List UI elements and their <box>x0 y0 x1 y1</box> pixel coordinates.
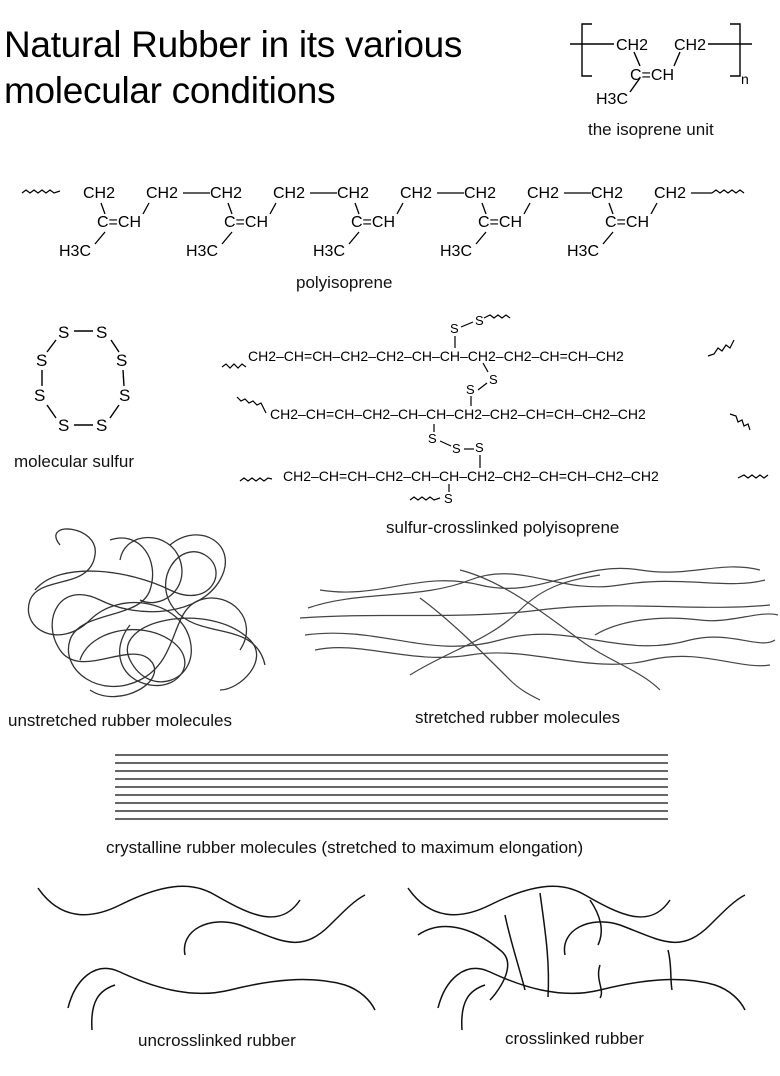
bond <box>354 202 360 215</box>
bond <box>396 202 404 215</box>
polyisoprene-methyl: H3C <box>59 243 91 260</box>
polyisoprene-ch2: CH2 <box>146 185 178 202</box>
bond <box>142 202 150 215</box>
crystalline-caption: crystalline rubber molecules (stretched … <box>106 838 584 857</box>
crosslinked-chain-1: CH2–CH=CH–CH2–CH2–CH–CH–CH2–CH2–CH=CH–CH… <box>248 348 624 364</box>
crosslinked-chain-3: CH2–CH=CH–CH2–CH–CH–CH2–CH2–CH=CH–CH2–CH… <box>283 468 659 484</box>
sulfur-atom: S <box>475 313 484 328</box>
sulfur-crosslinked-caption: sulfur-crosslinked polyisoprene <box>386 518 620 537</box>
polyisoprene-ch2: CH2 <box>273 185 305 202</box>
polyisoprene-methyl: H3C <box>440 243 472 260</box>
crystalline-molecules <box>115 754 668 820</box>
bond <box>94 231 106 245</box>
bond-ch-ch2 <box>673 51 681 67</box>
bond-methyl <box>629 77 641 93</box>
bond <box>227 202 233 215</box>
isoprene-ch2-right: CH2 <box>674 37 706 54</box>
sulfur-atom: S <box>475 440 484 455</box>
crosslinked-chains: CH2–CH=CH–CH2–CH2–CH–CH–CH2–CH2–CH=CH–CH… <box>248 348 659 484</box>
polyisoprene-ch2: CH2 <box>527 185 559 202</box>
bond <box>475 231 487 245</box>
polyisoprene-double-bond: C=CH <box>351 214 395 231</box>
isoprene-unit-structure <box>570 23 752 93</box>
sulfur-atom: S <box>58 323 69 342</box>
crosslinked-caption: crosslinked rubber <box>505 1029 644 1048</box>
bond <box>608 202 614 215</box>
crosslinked-chain-2: CH2–CH=CH–CH2–CH–CH–CH2–CH2–CH=CH–CH2–CH… <box>270 406 646 422</box>
sulfur-atom: S <box>452 441 461 456</box>
sulfur-atom: S <box>444 491 453 506</box>
sulfur-atom: S <box>116 351 127 370</box>
sulfur-atom: S <box>428 431 437 446</box>
molecular-sulfur-caption: molecular sulfur <box>14 452 134 471</box>
title-line-2: molecular conditions <box>4 70 336 111</box>
stretched-molecules <box>299 566 779 701</box>
isoprene-methyl: H3C <box>596 91 628 108</box>
sulfur-atom: S <box>489 372 498 387</box>
bond <box>269 202 277 215</box>
chain-end-wave <box>711 189 745 194</box>
bond <box>348 231 360 245</box>
sulfur-atom: S <box>96 323 107 342</box>
isoprene-ch2-left: CH2 <box>616 37 648 54</box>
crosslink-sulfur-bridges: S S S S S S S S <box>428 313 498 506</box>
bond-c-ch2 <box>633 51 641 67</box>
isoprene-double-bond: C=CH <box>630 67 674 84</box>
page-title: Natural Rubber in its various molecular … <box>4 22 462 114</box>
sulfur-atom: S <box>36 351 47 370</box>
sulfur-atom: S <box>119 386 130 405</box>
sulfur-atom: S <box>34 386 45 405</box>
bond <box>523 202 531 215</box>
polyisoprene-double-bond: C=CH <box>605 214 649 231</box>
title-line-1: Natural Rubber in its various <box>4 24 463 65</box>
isoprene-subscript-n: n <box>741 71 749 87</box>
uncrosslinked-molecules <box>37 885 376 1031</box>
isoprene-labels: CH2 CH2 C=CH H3C n <box>596 37 749 108</box>
unstretched-caption: unstretched rubber molecules <box>8 711 232 730</box>
right-bracket <box>730 23 741 77</box>
sulfur-atom: S <box>466 382 475 397</box>
sulfur-ring-bonds <box>41 330 125 426</box>
isoprene-unit-caption: the isoprene unit <box>588 120 714 139</box>
crosslinked-molecules <box>407 885 746 1031</box>
sulfur-atom: S <box>96 416 107 435</box>
bond <box>481 202 487 215</box>
stretched-caption: stretched rubber molecules <box>415 708 621 727</box>
bond <box>650 202 658 215</box>
polyisoprene-methyl: H3C <box>186 243 218 260</box>
polyisoprene-ch2: CH2 <box>464 185 496 202</box>
sulfur-ring-atoms: S S S S S S S S <box>34 323 130 435</box>
polyisoprene-ch2: CH2 <box>654 185 686 202</box>
bond <box>602 231 614 245</box>
chain-end-wave <box>21 189 61 194</box>
polyisoprene-ch2: CH2 <box>210 185 242 202</box>
polyisoprene-double-bond: C=CH <box>224 214 268 231</box>
unstretched-molecules <box>27 528 266 698</box>
polyisoprene-methyl: H3C <box>313 243 345 260</box>
uncrosslinked-caption: uncrosslinked rubber <box>138 1031 296 1050</box>
polyisoprene-ch2: CH2 <box>400 185 432 202</box>
sulfur-atom: S <box>58 416 69 435</box>
left-bracket <box>581 23 592 77</box>
polyisoprene-caption: polyisoprene <box>296 273 393 292</box>
polyisoprene-methyl: H3C <box>567 243 599 260</box>
polyisoprene-double-bond: C=CH <box>97 214 141 231</box>
bond <box>221 231 233 245</box>
bond <box>100 202 106 215</box>
polyisoprene-ch2: CH2 <box>83 185 115 202</box>
polyisoprene-ch2: CH2 <box>591 185 623 202</box>
polyisoprene-double-bond: C=CH <box>478 214 522 231</box>
sulfur-atom: S <box>450 321 459 336</box>
polyisoprene-ch2: CH2 <box>337 185 369 202</box>
crosslink-bonds <box>221 314 769 501</box>
